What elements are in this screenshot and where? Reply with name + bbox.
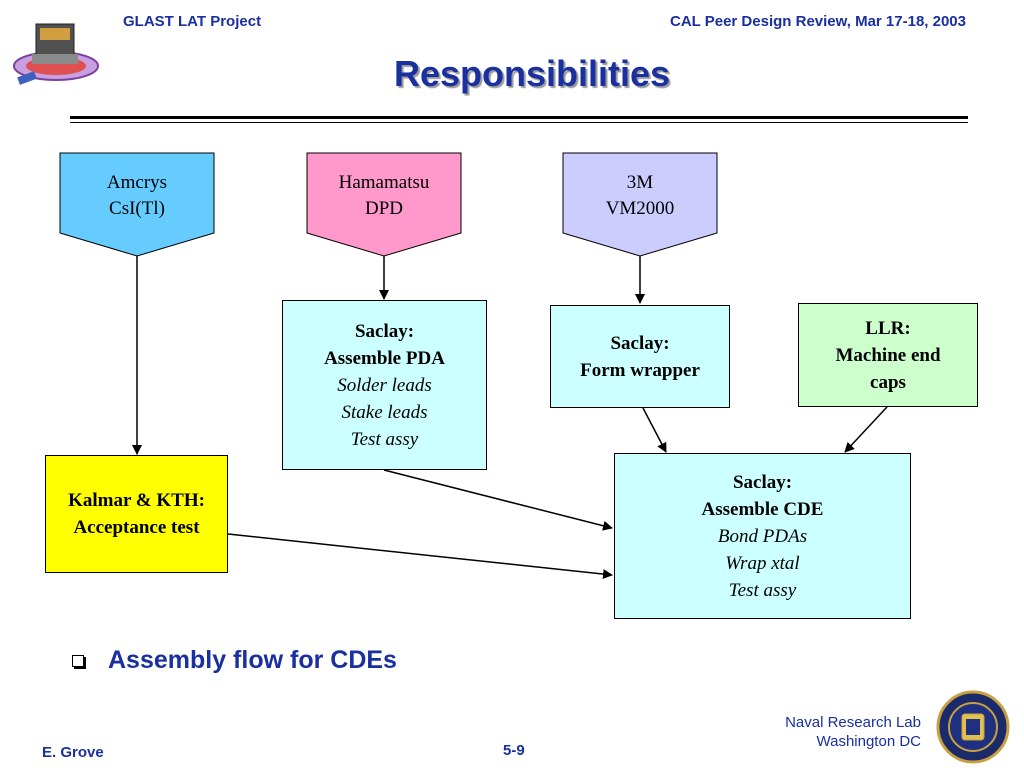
cde-task: Assemble CDE (701, 498, 824, 520)
box-assemble-cde: Saclay: Assemble CDE Bond PDAs Wrap xtal… (614, 453, 911, 619)
box-assemble-pda: Saclay: Assemble PDA Solder leads Stake … (282, 300, 487, 470)
title-rule (70, 116, 968, 119)
footer-org-line1: Naval Research Lab (785, 714, 921, 731)
source-3m-name: 3M (626, 172, 654, 193)
pda-step: Test assy (350, 428, 419, 450)
source-shape-amcrys (59, 152, 215, 257)
cde-step: Wrap xtal (725, 552, 800, 574)
checkbox-bullet-icon (72, 654, 84, 667)
cde-site: Saclay: (732, 471, 793, 493)
source-hamamatsu: Hamamatsu DPD (307, 170, 461, 222)
header-project: GLAST LAT Project (123, 13, 262, 30)
wrapper-task: Form wrapper (580, 359, 700, 381)
source-hamamatsu-material: DPD (364, 198, 403, 219)
source-3m: 3M VM2000 (563, 170, 717, 222)
source-hamamatsu-name: Hamamatsu (338, 172, 430, 193)
pda-step: Stake leads (341, 401, 428, 423)
pda-step: Solder leads (337, 374, 432, 396)
box-form-wrapper: Saclay: Form wrapper (550, 305, 730, 408)
source-amcrys: Amcrys CsI(Tl) (60, 170, 214, 222)
arrow-kalmar-cde (227, 533, 613, 580)
glast-logo-icon (13, 23, 99, 85)
llr-site: LLR: (865, 317, 911, 339)
source-shape-hamamatsu (306, 152, 462, 257)
llr-task: Machine end (835, 344, 941, 366)
footer-organization: Naval Research Lab Washington DC (785, 713, 921, 751)
box-kalmar-kth: Kalmar & KTH: Acceptance test (45, 455, 228, 573)
llr-task-cont: caps (870, 371, 906, 393)
arrow-pda-cde (383, 469, 613, 531)
source-amcrys-material: CsI(Tl) (109, 198, 165, 219)
title-rule-thin (70, 122, 968, 123)
page-title: Responsibilities (393, 53, 671, 94)
nrl-seal-icon (936, 690, 1010, 764)
footer-page-number: 5-9 (503, 742, 525, 759)
footer-author: E. Grove (42, 744, 104, 761)
source-amcrys-name: Amcrys (106, 172, 168, 193)
bullet-text: Assembly flow for CDEs (108, 646, 397, 674)
pda-site: Saclay: (354, 320, 415, 342)
wrapper-site: Saclay: (610, 332, 670, 354)
arrow-llr-cde (844, 406, 888, 453)
kalmar-task: Acceptance test (73, 517, 200, 538)
header-review: CAL Peer Design Review, Mar 17-18, 2003 (670, 13, 966, 30)
cde-step: Test assy (728, 579, 797, 601)
box-llr: LLR: Machine end caps (798, 303, 978, 407)
cde-step: Bond PDAs (717, 525, 808, 547)
kalmar-site: Kalmar & KTH: (68, 490, 205, 511)
source-shape-3m (562, 152, 718, 257)
bullet-item: Assembly flow for CDEs (72, 646, 397, 675)
arrow-wrapper-cde (642, 407, 667, 453)
footer-org-line2: Washington DC (816, 733, 922, 750)
pda-task: Assemble PDA (324, 347, 445, 369)
source-3m-material: VM2000 (605, 198, 675, 219)
